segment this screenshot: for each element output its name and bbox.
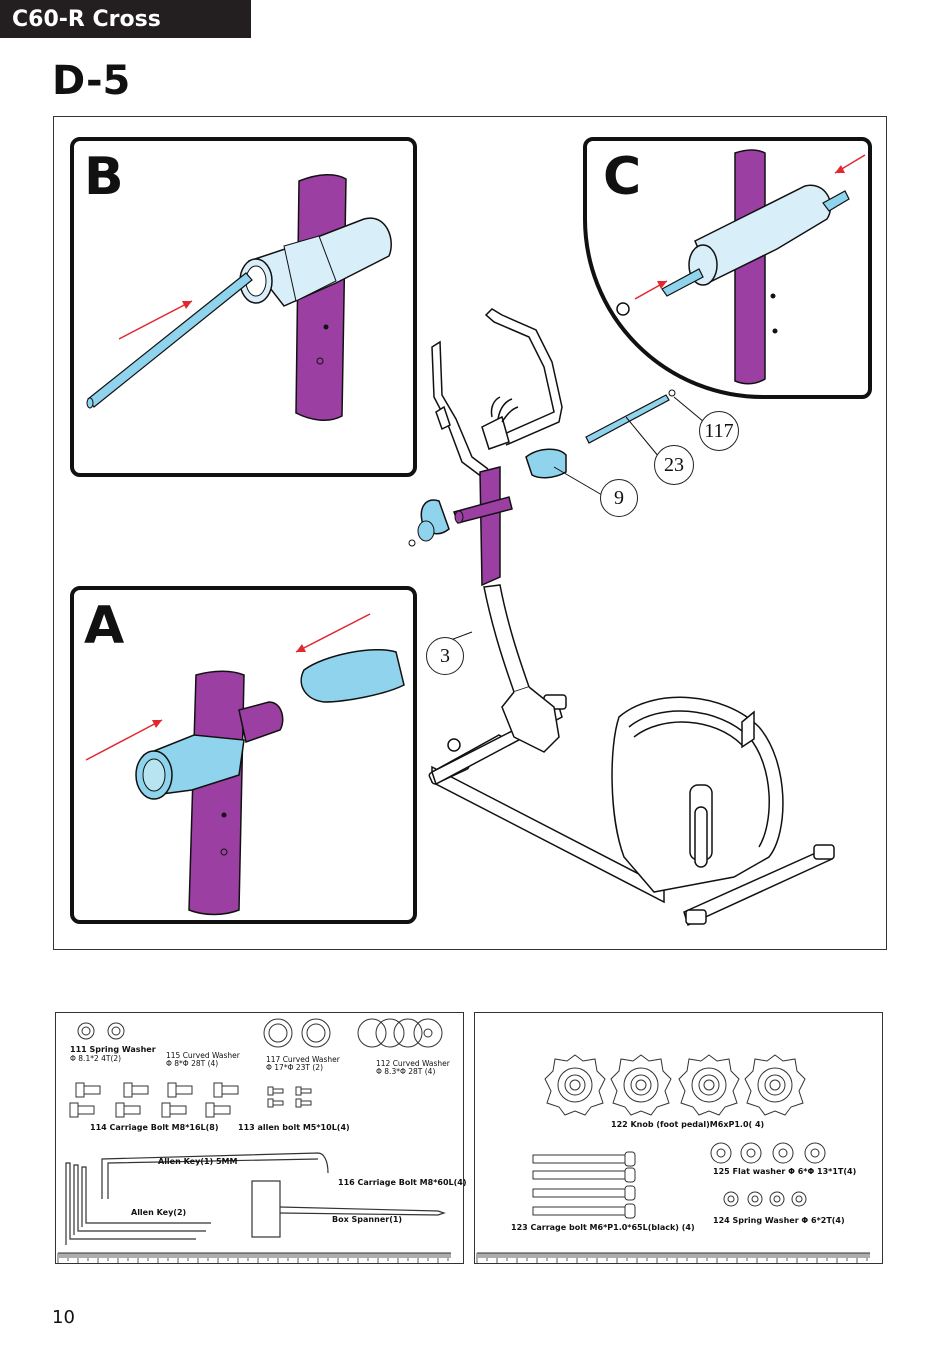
bike-exploded-illustration — [408, 308, 835, 927]
detail-c-illustration — [616, 149, 866, 385]
parts-left-illustration — [65, 1018, 446, 1245]
part-115-spec: Φ 8*Φ 28T (4) — [166, 1059, 219, 1068]
callout-117: 117 — [699, 411, 739, 451]
scale-ruler-right — [476, 1252, 870, 1263]
part-111-name: 111 Spring Washer — [70, 1045, 156, 1054]
allen-key-2: Allen Key(2) — [131, 1208, 187, 1217]
callout-23: 23 — [654, 445, 694, 485]
part-112-spec: Φ 8.3*Φ 28T (4) — [376, 1067, 436, 1076]
detail-label-b: B — [84, 147, 124, 207]
part-113: 113 allen bolt M5*10L(4) — [238, 1123, 350, 1132]
part-114: 114 Carriage Bolt M8*16L(8) — [90, 1123, 219, 1132]
detail-box-b: B — [70, 137, 417, 477]
detail-label-c: C — [603, 147, 642, 207]
part-116: 116 Carriage Bolt M8*60L(4) — [338, 1178, 467, 1187]
part-117-spec: Φ 17*Φ 23T (2) — [266, 1063, 324, 1072]
parts-right-illustration — [532, 1054, 826, 1219]
part-124: 124 Spring Washer Φ 6*2T(4) — [713, 1216, 845, 1225]
page-number: 10 — [52, 1307, 75, 1328]
part-117-name: 117 Curved Washer — [266, 1055, 340, 1064]
detail-a-illustration — [85, 613, 405, 916]
part-122: 122 Knob (foot pedal)M6xP1.0( 4) — [611, 1120, 765, 1129]
model-name-tab: C60-R Cross — [0, 0, 251, 38]
main-illustration-frame: B C — [53, 116, 887, 950]
part-123: 123 Carrage bolt M6*P1.0*65L(black) (4) — [511, 1223, 695, 1232]
box-spanner: Box Spanner(1) — [332, 1215, 403, 1224]
callout-3: 3 — [426, 637, 464, 675]
part-125: 125 Flat washer Φ 6*Φ 13*1T(4) — [713, 1167, 857, 1176]
part-115-name: 115 Curved Washer — [166, 1051, 240, 1060]
step-title: D-5 — [52, 58, 131, 104]
parts-panel-right: 122 Knob (foot pedal)M6xP1.0( 4) 125 Fla… — [474, 1012, 883, 1264]
parts-panel-left: 111 Spring Washer Φ 8.1*2 4T(2) 115 Curv… — [55, 1012, 467, 1264]
post-tube — [479, 466, 501, 587]
scale-ruler-left — [57, 1252, 451, 1263]
detail-box-c: C — [583, 137, 872, 399]
detail-label-a: A — [84, 596, 125, 656]
part-111-spec: Φ 8.1*2 4T(2) — [70, 1054, 122, 1063]
detail-box-a: A — [70, 586, 417, 924]
allen-key-1: Allen Key(1) 5MM — [158, 1157, 238, 1166]
detail-b-illustration — [86, 174, 392, 421]
callout-9: 9 — [600, 479, 638, 517]
part-112-name: 112 Curved Washer — [376, 1059, 450, 1068]
